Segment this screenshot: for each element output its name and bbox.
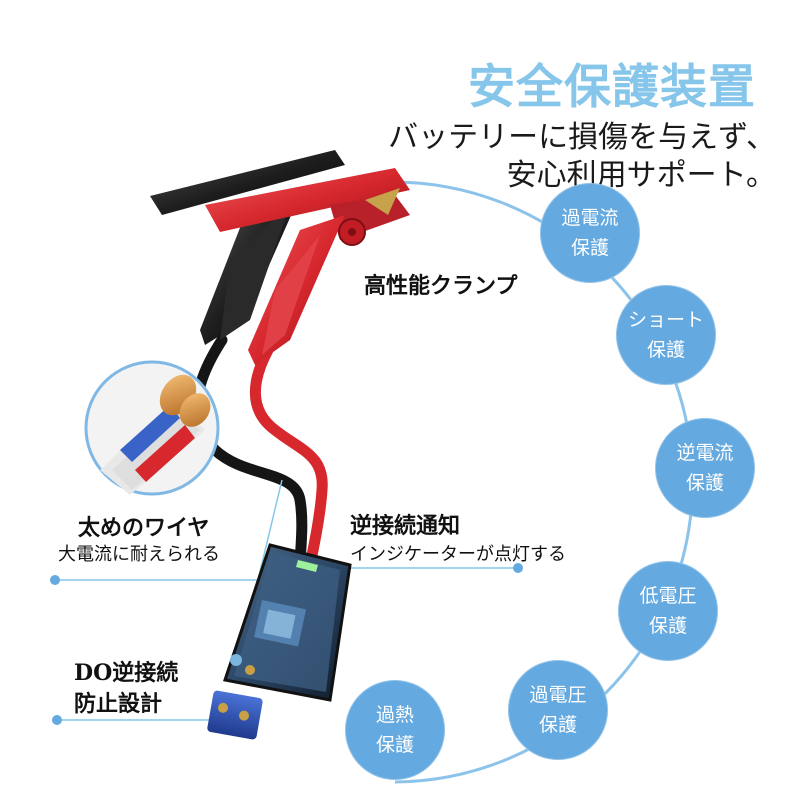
badge-short-line1: ショート	[627, 309, 704, 331]
badge-overcurrent-line1: 過電流	[561, 207, 619, 229]
red-cable	[249, 344, 328, 596]
clamp-label: 高性能クランプ	[364, 273, 518, 299]
badge-over-voltage-line2: 保護	[538, 714, 577, 736]
subtitle-line-1: バッテリーに損傷を与えず、	[388, 120, 776, 155]
badge-short-circuit: ショート 保護	[616, 285, 716, 385]
badge-over-voltage-line1: 過電圧	[529, 684, 587, 706]
badge-overheat: 過熱 保護	[345, 680, 445, 780]
indicator-description: インジケーターが点灯する	[350, 544, 566, 565]
reverse-protection-label-line1: DO逆接続	[74, 660, 179, 686]
badge-over-voltage: 過電圧 保護	[508, 660, 608, 760]
wire-description: 大電流に耐えられる	[58, 544, 220, 565]
leader-dot-indicator	[513, 563, 523, 573]
badge-low-voltage-line1: 低電圧	[639, 585, 697, 607]
badge-overheat-line1: 過熱	[375, 704, 414, 726]
badge-short-line2: 保護	[646, 339, 685, 361]
black-clamp	[150, 150, 345, 345]
wire-label: 太めのワイヤ	[78, 515, 210, 541]
indicator-label: 逆接続通知	[350, 513, 461, 539]
badge-reverse-line1: 逆電流	[676, 442, 734, 464]
subtitle-line-2: 安心利用サポート。	[506, 158, 776, 193]
leader-dot-reverse	[52, 715, 62, 725]
badge-overheat-line2: 保護	[375, 734, 414, 756]
badge-overcurrent: 過電流 保護	[540, 183, 640, 283]
protection-module	[207, 543, 352, 740]
badge-overcurrent-line2: 保護	[570, 237, 609, 259]
badge-reverse-line2: 保護	[685, 472, 724, 494]
badge-low-voltage-line2: 保護	[648, 615, 687, 637]
leader-dot-wire	[50, 575, 60, 585]
reverse-protection-label-line2: 防止設計	[74, 691, 163, 717]
badge-reverse-current: 逆電流 保護	[655, 418, 755, 518]
page-title: 安全保護装置	[468, 60, 756, 115]
badge-low-voltage: 低電圧 保護	[618, 561, 718, 661]
red-clamp	[205, 168, 410, 365]
cable-cross-section-inset	[84, 360, 220, 496]
